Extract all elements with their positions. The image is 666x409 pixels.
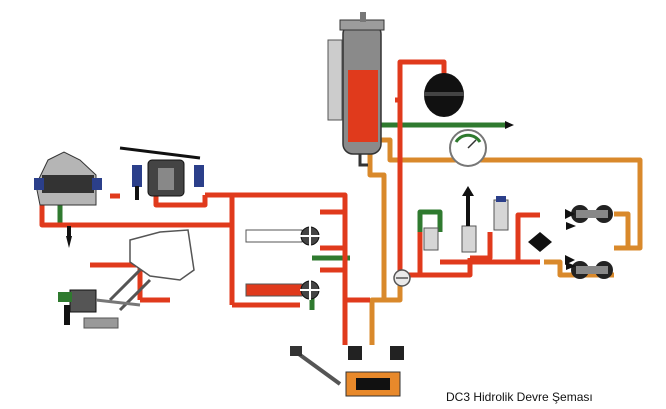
filter-icon: [423, 186, 509, 253]
check-valve-icon: [393, 269, 411, 287]
landing-gear-actuator-icon: [528, 205, 613, 279]
selector-valve-lower: [245, 280, 320, 300]
flow-arrows: [505, 121, 575, 265]
diagram-caption: DC3 Hidrolik Devre Şeması: [446, 390, 593, 404]
reservoir-tank-icon: [327, 12, 385, 167]
return-lines: [367, 137, 643, 345]
engine-pump-icon: [290, 346, 404, 397]
selector-valve-upper: [245, 226, 320, 246]
pressure-gauge-icon: [449, 129, 487, 167]
gear-selector-icon: [108, 229, 195, 312]
hand-pump-icon: [34, 151, 102, 248]
brake-valve-icon: [119, 146, 204, 200]
accumulator-icon: [424, 73, 464, 117]
flap-actuator-icon: [58, 289, 141, 329]
